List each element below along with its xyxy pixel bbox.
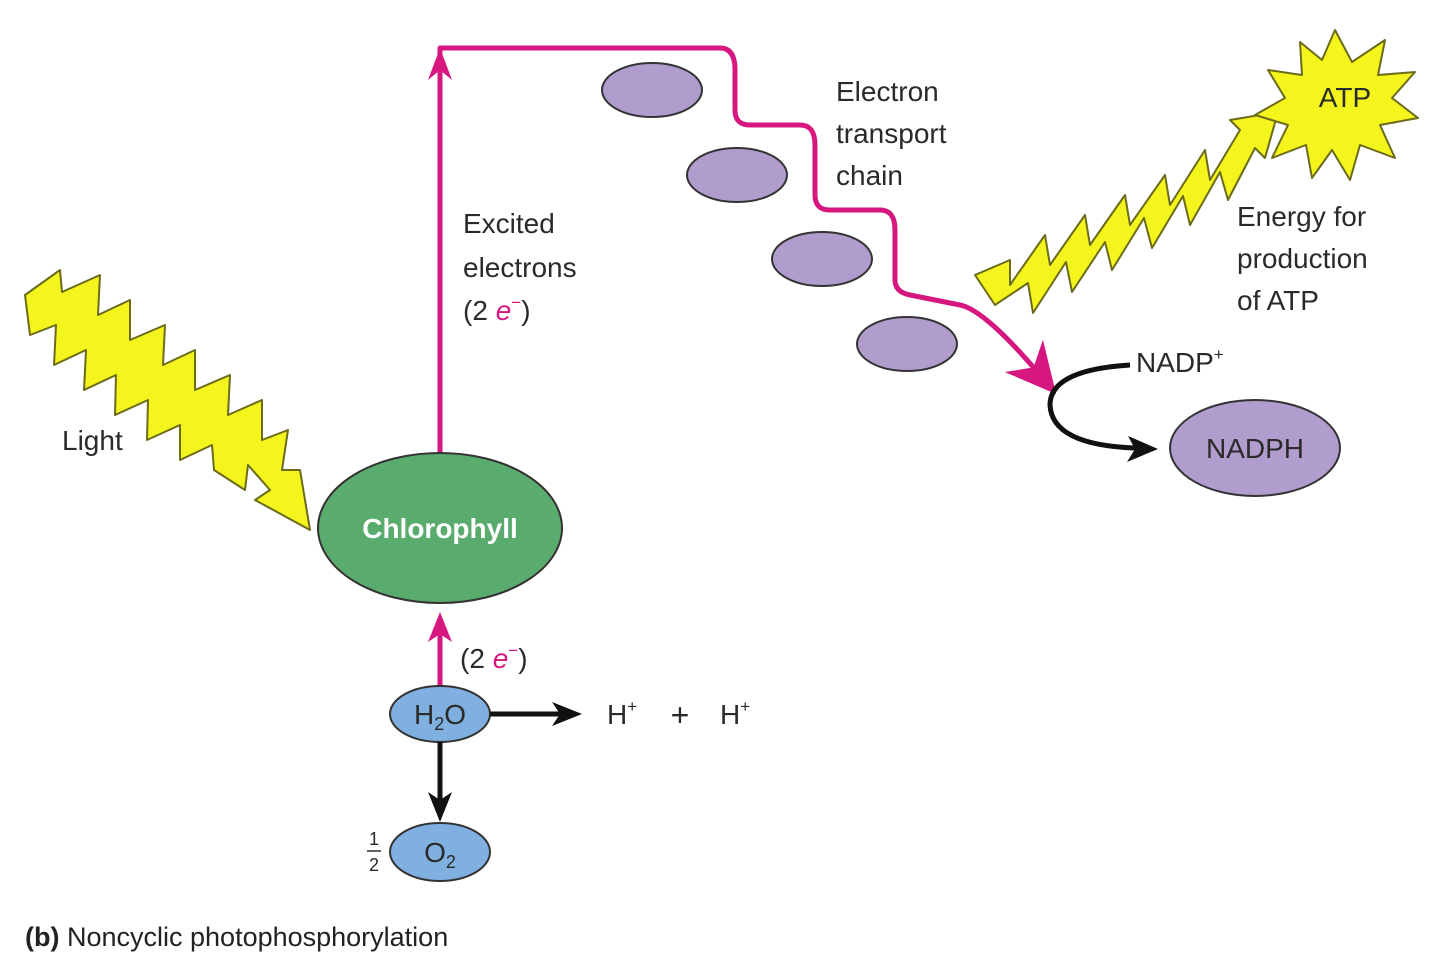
energy-lightning-bolt: [974, 111, 1279, 314]
hydrogen-ion-1: H+: [607, 697, 637, 730]
hplus-arrowhead: [552, 702, 582, 726]
energy-label-line2: production: [1237, 243, 1368, 274]
chlorophyll-label: Chlorophyll: [362, 513, 518, 544]
etc-label-line1: Electron: [836, 76, 939, 107]
etc-carrier-4: [856, 316, 958, 372]
nadp-label: NADP+: [1136, 345, 1224, 378]
excited-label-line2: electrons: [463, 252, 577, 283]
energy-label-line1: Energy for: [1237, 201, 1366, 232]
excited-label-line1: Excited: [463, 208, 555, 239]
etc-label-line3: chain: [836, 160, 903, 191]
nadph-arrowhead: [1127, 436, 1158, 462]
oxygen-label: O2: [424, 837, 456, 872]
oxygen-node: [389, 822, 491, 882]
oxygen-arrowhead: [428, 792, 452, 822]
etc-carrier-1: [601, 62, 703, 118]
chlorophyll-node: [317, 452, 563, 604]
light-lightning-bolt: [24, 269, 311, 531]
light-label: Light: [62, 425, 123, 456]
half-numerator: 1: [369, 829, 379, 849]
nadp-to-nadph-arrow: [1047, 362, 1136, 451]
plus-sign: +: [671, 697, 690, 733]
excited-arrowhead: [428, 48, 452, 80]
half-denominator: 2: [369, 855, 379, 875]
excited-label-line3: (2 e−): [463, 293, 531, 326]
etc-carrier-3: [771, 231, 873, 287]
nadph-label: NADPH: [1206, 433, 1304, 464]
etc-carrier-2: [686, 147, 788, 203]
atp-starburst: [1254, 29, 1419, 181]
lower-electron-label: (2 e−): [460, 641, 528, 674]
electron-path-excited: [437, 45, 1057, 455]
atp-label: ATP: [1319, 82, 1371, 113]
energy-label-line3: of ATP: [1237, 285, 1319, 316]
water-label: H2O: [414, 699, 466, 734]
lower-arrowhead: [428, 612, 452, 642]
figure-caption: (b) Noncyclic photophosphorylation: [25, 922, 448, 952]
hydrogen-ion-2: H+: [720, 697, 750, 730]
nadph-node: [1169, 399, 1341, 497]
etc-label-line2: transport: [836, 118, 947, 149]
